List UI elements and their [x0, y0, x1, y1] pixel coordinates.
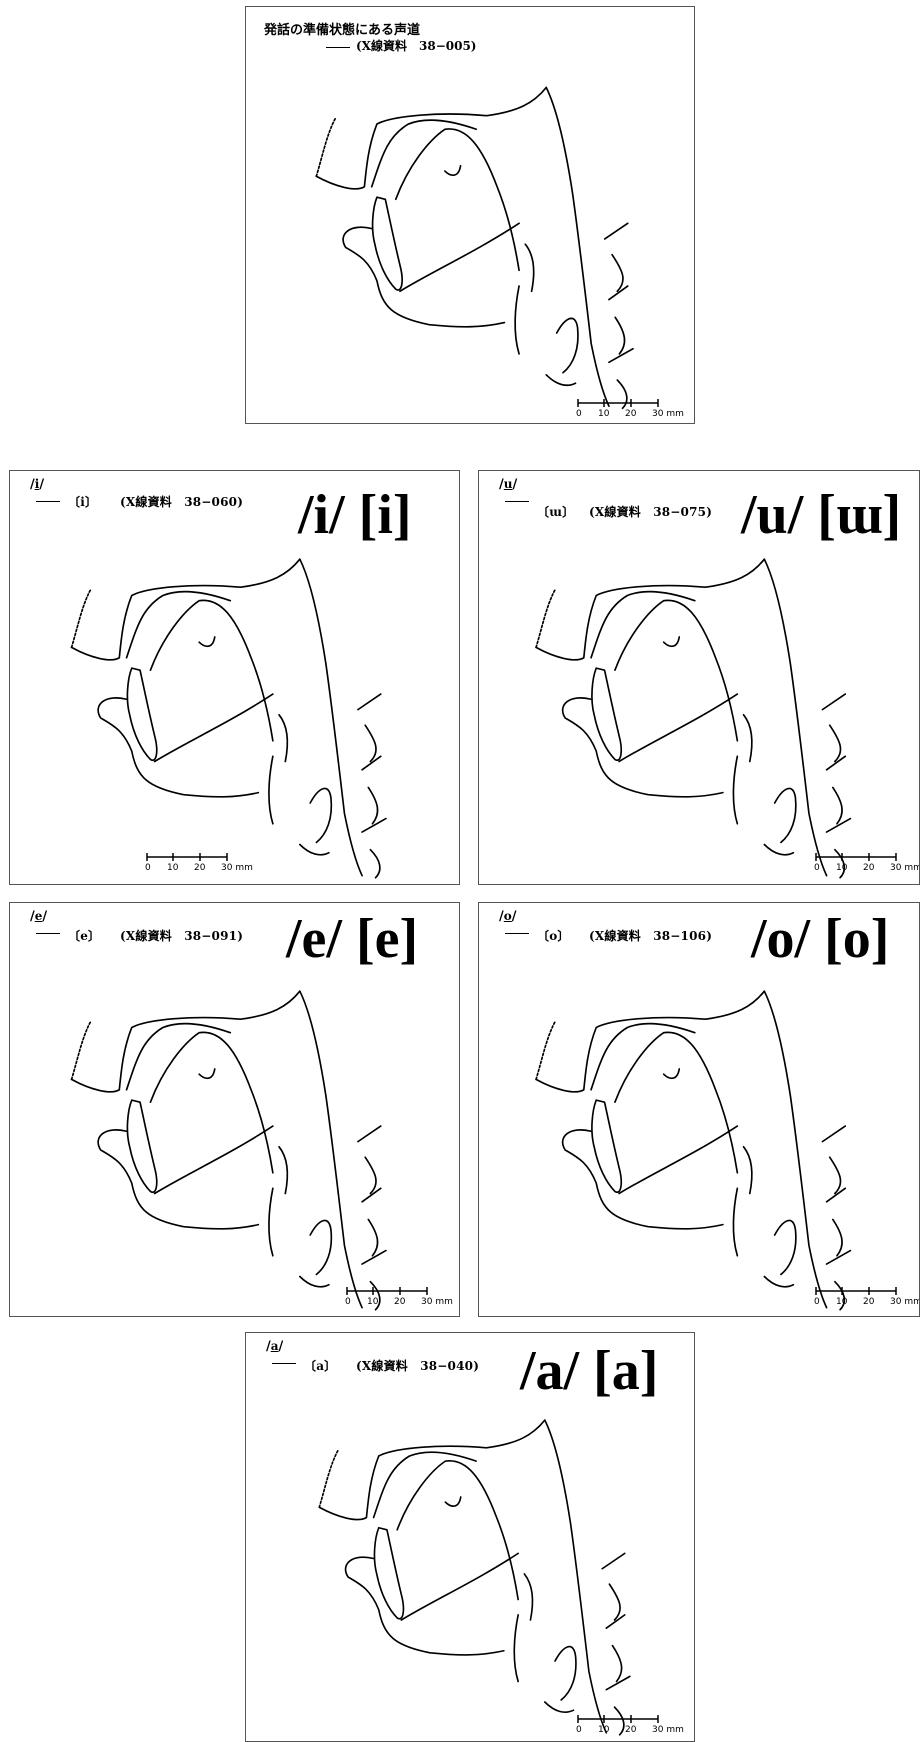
tick-20: 20 [625, 1725, 637, 1735]
source-label: (X線資料 38−106) [589, 929, 713, 943]
phoneme-mark: /a/ [266, 1339, 284, 1354]
tick-30: 30 mm [652, 1725, 684, 1735]
source-label: (X線資料 38−091) [120, 929, 244, 943]
rest-subtitle: (X線資料 38−005) [356, 39, 477, 53]
rest-tick-10: 10 [598, 409, 610, 419]
phoneme-mark: /e/ [30, 909, 48, 924]
bracket-label: 〔e〕 [68, 929, 101, 943]
bracket-label: 〔o〕 [537, 929, 570, 943]
bracket-label: 〔i〕 [68, 495, 98, 509]
source-label: (X線資料 38−075) [589, 505, 713, 519]
label-dash [36, 933, 60, 934]
tick-10: 10 [836, 1297, 848, 1307]
label-dash [36, 501, 60, 502]
vocal-tract-drawing [318, 1419, 631, 1736]
rest-panel: 発話の準備状態にある声道 (X線資料 38−005) 0 10 20 30 mm [245, 6, 695, 424]
tick-20: 20 [863, 1297, 875, 1307]
rest-tick-0: 0 [576, 409, 582, 419]
rest-title: 発話の準備状態にある声道 [264, 23, 421, 38]
tick-20: 20 [394, 1297, 406, 1307]
vocal-tract-drawing [535, 990, 852, 1311]
tick-30: 30 mm [890, 863, 920, 873]
vowel-panel-u: /u/ 〔ɯ〕 (X線資料 38−075) /u/ [ɯ] 0 10 20 30… [478, 470, 920, 885]
source-label: (X線資料 38−040) [356, 1359, 480, 1373]
bracket-label: 〔a〕 [304, 1359, 337, 1373]
source-label: (X線資料 38−060) [120, 495, 244, 509]
vocal-tract-drawing [70, 990, 387, 1311]
tick-30: 30 mm [890, 1297, 920, 1307]
tick-10: 10 [367, 1297, 379, 1307]
tick-10: 10 [167, 863, 179, 873]
tick-10: 10 [836, 863, 848, 873]
rest-tick-30: 30 mm [652, 409, 684, 419]
vowel-panel-a: /a/ 〔a〕 (X線資料 38−040) /a/ [a] 0 10 20 30… [245, 1332, 695, 1742]
tick-0: 0 [145, 863, 151, 873]
vowel-big-label: /o/ [o] [751, 908, 890, 970]
phoneme-mark: /u/ [499, 477, 518, 492]
vowel-panel-o: /o/ 〔o〕 (X線資料 38−106) /o/ [o] 0 10 20 30… [478, 902, 920, 1317]
rest-dash [326, 47, 350, 48]
tick-0: 0 [814, 863, 820, 873]
tick-30: 30 mm [221, 863, 253, 873]
vocal-tract-drawing [535, 558, 852, 879]
rest-tick-20: 20 [625, 409, 637, 419]
phoneme-mark: /i/ [30, 477, 45, 492]
label-dash [505, 501, 529, 502]
tick-20: 20 [194, 863, 206, 873]
vocal-tract-drawing [70, 558, 387, 879]
bracket-label: 〔ɯ〕 [537, 505, 575, 519]
vowel-big-label: /i/ [i] [298, 484, 412, 546]
tick-0: 0 [814, 1297, 820, 1307]
vowel-panel-i: /i/ 〔i〕 (X線資料 38−060) /i/ [i] 0 10 20 30… [9, 470, 460, 885]
label-dash [505, 933, 529, 934]
phoneme-mark: /o/ [499, 909, 517, 924]
vowel-big-label: /e/ [e] [286, 908, 419, 970]
tick-0: 0 [345, 1297, 351, 1307]
tick-0: 0 [576, 1725, 582, 1735]
rest-tract-drawing [315, 86, 634, 410]
label-dash [272, 1363, 296, 1364]
tick-10: 10 [598, 1725, 610, 1735]
vowel-big-label: /u/ [ɯ] [741, 484, 902, 546]
tick-30: 30 mm [421, 1297, 453, 1307]
tick-20: 20 [863, 863, 875, 873]
vowel-panel-e: /e/ 〔e〕 (X線資料 38−091) /e/ [e] 0 10 20 30… [9, 902, 460, 1317]
vowel-big-label: /a/ [a] [520, 1340, 659, 1402]
